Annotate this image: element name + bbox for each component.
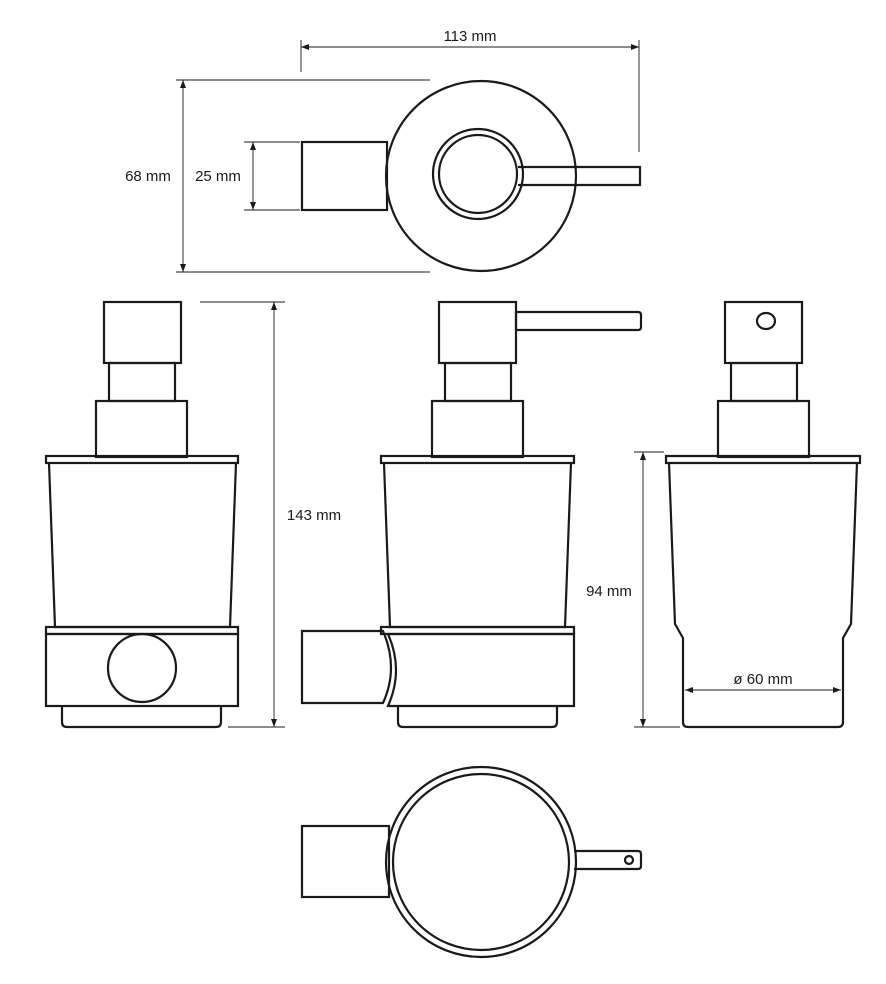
bottom-knurled-bracket bbox=[300, 824, 391, 899]
glass-body bbox=[47, 462, 238, 629]
height-143-label: 143 mm bbox=[287, 507, 341, 524]
back-pump-cap bbox=[723, 300, 804, 365]
bottom-view bbox=[300, 765, 643, 959]
spout-top bbox=[518, 165, 642, 187]
side-view bbox=[300, 300, 643, 729]
front-view: 143 mm bbox=[44, 300, 341, 729]
side-pump-cap bbox=[437, 300, 518, 365]
side-spout bbox=[516, 310, 643, 332]
side-pump-collar bbox=[430, 399, 525, 459]
bottom-spout-hole bbox=[623, 854, 635, 866]
knurl-dimension-label: 25 mm bbox=[195, 168, 241, 185]
back-spout-hole bbox=[755, 311, 777, 331]
holder-band bbox=[44, 632, 240, 708]
side-pump-stem bbox=[443, 361, 513, 403]
back-pump-stem bbox=[729, 361, 799, 403]
glass-rim bbox=[44, 454, 240, 465]
pump-stem bbox=[107, 361, 177, 403]
holder-knob bbox=[106, 632, 178, 704]
pump-ring-outer bbox=[431, 127, 525, 221]
side-knurled-bracket bbox=[300, 629, 393, 705]
bottom-outer-ring bbox=[384, 765, 578, 959]
side-glass-body bbox=[382, 462, 573, 629]
diameter-label: ø 60 mm bbox=[733, 671, 792, 688]
pump-cap bbox=[102, 300, 183, 365]
back-glass-body bbox=[667, 462, 859, 729]
side-glass-bottom bbox=[396, 706, 559, 729]
back-pump-collar bbox=[716, 399, 811, 459]
pump-collar bbox=[94, 399, 189, 459]
width-dimension-label: 113 mm bbox=[443, 28, 496, 45]
glass-bottom bbox=[60, 706, 223, 729]
knurled-bracket bbox=[300, 140, 389, 212]
top-view: 113 mm 68 mm 25 mm bbox=[125, 28, 642, 273]
bottom-spout bbox=[574, 849, 643, 871]
back-glass-rim bbox=[664, 454, 862, 465]
bottom-inner-ring bbox=[391, 772, 571, 952]
height-94-label: 94 mm bbox=[586, 583, 632, 600]
back-view: 94 mm ø 60 mm bbox=[586, 300, 862, 729]
pump-ring-inner bbox=[437, 133, 519, 215]
side-holder-band bbox=[386, 632, 576, 708]
base-disc bbox=[384, 79, 578, 273]
knurl-dimension-arrows bbox=[250, 142, 256, 210]
height-68-label: 68 mm bbox=[125, 168, 171, 185]
side-glass-rim bbox=[379, 454, 576, 465]
